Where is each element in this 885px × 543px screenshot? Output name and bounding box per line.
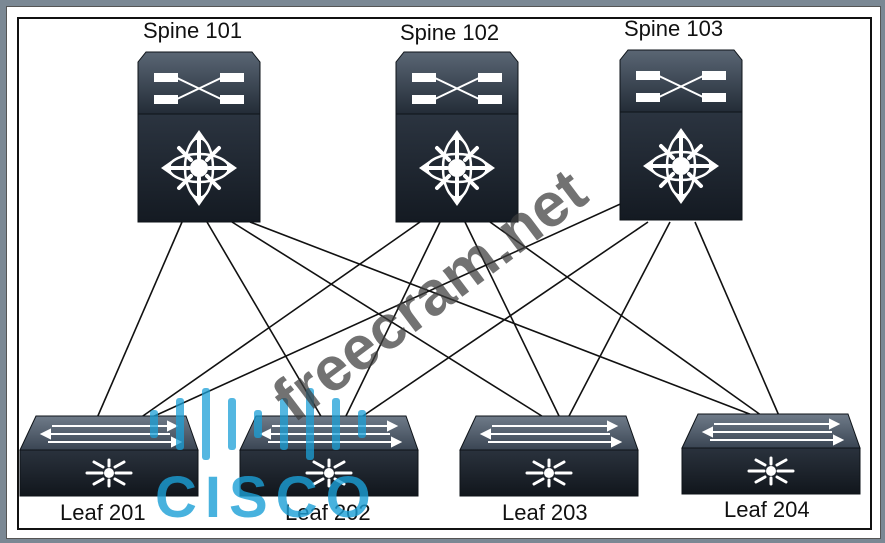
leaf-201-label: Leaf 201: [60, 500, 146, 525]
link-s103-l203: [567, 221, 671, 419]
spine-101-switch: [137, 51, 261, 223]
link-s103-l202: [359, 221, 649, 419]
cisco-logo-bars: [150, 388, 366, 460]
spine-101-label: Spine 101: [143, 18, 243, 43]
link-s103-l201: [149, 194, 641, 419]
leaf-201-switch: [19, 415, 199, 497]
link-s102-l204: [489, 221, 766, 419]
spine-102-label: Spine 102: [400, 20, 500, 45]
link-s101-l201: [96, 221, 183, 419]
link-s102-l203: [464, 221, 561, 419]
link-s103-l204: [694, 221, 781, 419]
crossover-arrows-icon: [154, 73, 244, 104]
cisco-logo-text: CISCO: [155, 465, 379, 530]
crossover-arrows-icon: [412, 73, 502, 104]
leaf-203-label: Leaf 203: [502, 500, 588, 525]
leaf-204-switch: [681, 413, 861, 495]
spine-103-switch: [619, 49, 743, 221]
leaf-203-switch: [459, 415, 639, 497]
bidirectional-arrows-icon: [479, 420, 623, 448]
link-s102-l202: [344, 221, 441, 419]
spine-103-label: Spine 103: [624, 16, 724, 41]
crossover-arrows-icon: [636, 71, 726, 102]
link-s101-l203: [231, 221, 546, 419]
leaf-204-label: Leaf 204: [724, 497, 810, 522]
link-s102-l201: [139, 221, 421, 419]
link-s101-l202: [206, 221, 323, 419]
bidirectional-arrows-icon: [701, 418, 845, 446]
leaf-202-label: Leaf 202: [285, 500, 371, 525]
bidirectional-arrows-icon: [39, 420, 183, 448]
spine-102-switch: [395, 51, 519, 223]
bidirectional-arrows-icon: [259, 420, 403, 448]
link-group: [96, 194, 781, 419]
